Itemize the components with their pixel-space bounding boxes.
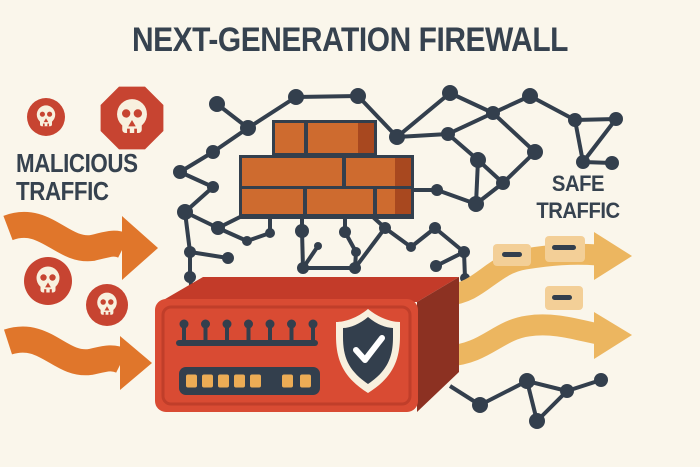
packet-chip-2: [545, 236, 585, 262]
safe-traffic-label: SAFE TRAFFIC: [514, 170, 643, 224]
packet-dash-icon: [552, 295, 572, 300]
malicious-label-line1: MALICIOUS: [16, 148, 138, 178]
packet-chip-3: [545, 286, 583, 310]
malicious-traffic-label: MALICIOUS TRAFFIC: [16, 149, 138, 205]
appliance-side-face: [417, 277, 459, 412]
skull-badge-circle-mid1: [24, 257, 72, 305]
brick-wall-icon: [239, 120, 414, 219]
firewall-appliance: [155, 277, 459, 412]
skull-badge-circle-mid2: [86, 284, 128, 326]
safe-arrow-bottom: [446, 312, 632, 367]
safe-arrow-top: [446, 232, 632, 306]
malicious-label-line2: TRAFFIC: [16, 176, 109, 206]
shield-check-icon: [336, 309, 400, 393]
packet-chip-1: [493, 244, 531, 266]
ports-icon: [176, 319, 318, 346]
network-nodes: [173, 85, 623, 429]
led-panel: [179, 367, 320, 395]
page-title: NEXT-GENERATION FIREWALL: [131, 21, 569, 59]
safe-label-line1: SAFE: [551, 171, 605, 196]
malicious-arrow-top: [3, 211, 158, 280]
safe-label-line2: TRAFFIC: [536, 198, 620, 223]
packet-dash-icon: [502, 252, 522, 257]
malicious-arrow-bottom: [4, 326, 152, 390]
network-graph: [173, 85, 623, 429]
skull-badge-circle-small: [27, 98, 65, 136]
skull-badge-octagon: [100, 86, 164, 150]
packet-dash-icon: [552, 245, 576, 250]
appliance-top-face: [160, 277, 459, 302]
